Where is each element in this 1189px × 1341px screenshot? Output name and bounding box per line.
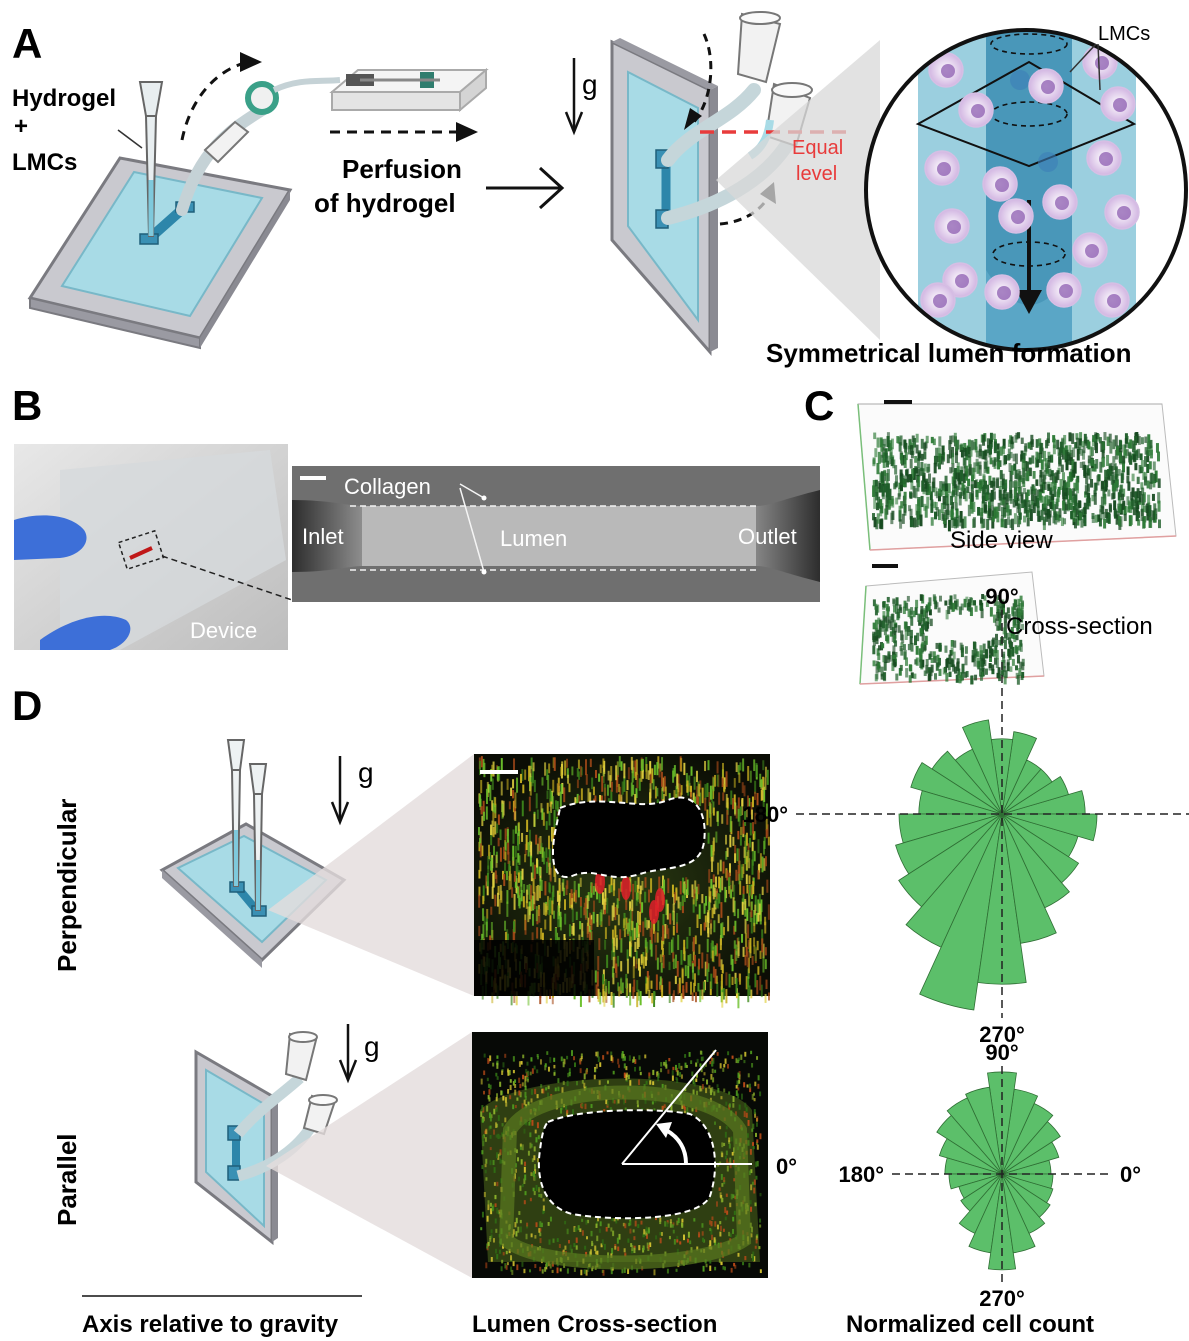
pipette-tip-icon xyxy=(138,81,164,237)
rose-wedge xyxy=(919,813,1003,1011)
rose-wedge xyxy=(946,1097,1003,1175)
rose-wedge xyxy=(1001,813,1080,884)
perfusion-label-2: of hydrogel xyxy=(314,188,456,218)
lmc-nucleus xyxy=(1041,80,1055,94)
rose-angle-label: 90° xyxy=(985,1040,1018,1065)
scale-bar xyxy=(872,564,898,568)
lmc-nucleus xyxy=(1107,294,1121,308)
parallel-row-label: Parallel xyxy=(52,1133,82,1226)
hydrogel-label: Hydrogel xyxy=(12,85,116,112)
lmc-nucleus xyxy=(1117,206,1131,220)
vertical-device-slide xyxy=(610,38,718,356)
equal-level-label-2: level xyxy=(796,163,837,185)
lmc-nucleus xyxy=(1011,210,1025,224)
rose-wedge xyxy=(1001,813,1057,944)
rose-plot-perpendicular: 90°270°180°0° xyxy=(742,584,1189,1047)
gravity-label-d1: g xyxy=(358,757,374,788)
panel-c-letter: C xyxy=(804,382,834,429)
rose-angle-label: 90° xyxy=(985,584,1018,609)
gravity-label-a: g xyxy=(582,69,598,100)
inset-lmcs-label: LMCs xyxy=(1098,23,1150,45)
lmc-nucleus xyxy=(1055,196,1069,210)
lmc-nucleus xyxy=(1085,244,1099,258)
side-view-label: Side view xyxy=(950,527,1053,554)
outlet-label: Outlet xyxy=(738,524,797,549)
parallel-cross-section-image xyxy=(472,1032,768,1278)
panel-b-letter: B xyxy=(12,382,42,429)
side-view-render xyxy=(857,400,1177,551)
lmc-nucleus xyxy=(1099,152,1113,166)
rose-wedge xyxy=(965,1086,1003,1175)
collagen-label: Collagen xyxy=(344,474,431,499)
lmc-nucleus xyxy=(1095,56,1109,70)
device-photo xyxy=(14,444,288,650)
syringe-tubing-icon xyxy=(176,67,489,216)
perfusion-label-1: Perfusion xyxy=(342,154,462,184)
lmc-nucleus xyxy=(933,294,947,308)
lumen-inset-circle xyxy=(864,28,1188,352)
flat-device-slide xyxy=(27,156,293,350)
gravity-label-d2: g xyxy=(364,1031,380,1062)
rose-wedge xyxy=(1001,1173,1046,1234)
rose-plot-parallel: 90° 270° 180° 0° xyxy=(838,1040,1141,1311)
lmc-nucleus xyxy=(995,178,1009,192)
rose-wedge xyxy=(1001,1173,1051,1218)
equal-level-label-1: Equal xyxy=(792,137,843,159)
lmc-nucleus xyxy=(955,274,969,288)
rose-angle-label: 180° xyxy=(838,1162,884,1187)
symmetrical-lumen-caption: Symmetrical lumen formation xyxy=(766,338,1132,368)
rose-angle-label: 180° xyxy=(742,802,788,827)
lumen-label: Lumen xyxy=(500,526,567,551)
rose-wedge xyxy=(961,719,1003,815)
lmc-nucleus xyxy=(1059,284,1073,298)
rose-wedge xyxy=(1001,1173,1036,1254)
parallel-device-schematic xyxy=(194,1031,338,1246)
lmc-cells xyxy=(920,44,1140,318)
panel-a-letter: A xyxy=(12,20,42,67)
panel-a xyxy=(27,11,1188,356)
lmc-nucleus xyxy=(937,162,951,176)
panel-c xyxy=(857,400,1177,685)
rose-angle-label: 270° xyxy=(979,1286,1025,1311)
rose-wedge xyxy=(938,1138,1003,1175)
scale-bar xyxy=(480,770,518,774)
device-label: Device xyxy=(190,618,257,643)
plus-label: + xyxy=(14,113,28,140)
rose-wedge xyxy=(1001,813,1070,909)
panel-b xyxy=(14,444,820,650)
lmcs-label: LMCs xyxy=(12,149,77,176)
lmc-nucleus xyxy=(941,64,955,78)
perpendicular-cross-section-image xyxy=(474,754,770,1009)
rose-angle-label: 0° xyxy=(1120,1162,1141,1187)
cross-section-label: Cross-section xyxy=(1006,613,1153,640)
rose-wedge xyxy=(987,1173,1017,1271)
angle-marker-label: 0° xyxy=(776,1154,797,1179)
rose-wedge xyxy=(1001,775,1069,815)
brightfield-image xyxy=(292,466,820,602)
rose-wedge xyxy=(1001,731,1038,815)
panel-d: 90°270°180°0° 90°270°180°0° xyxy=(82,584,1189,1311)
rose-wedge xyxy=(910,762,1003,815)
lmc-nucleus xyxy=(997,286,1011,300)
rose-wedge xyxy=(936,1114,1003,1175)
scale-bar xyxy=(884,400,912,404)
perpendicular-row-label: Perpendicular xyxy=(52,799,82,972)
rose-wedge xyxy=(1001,1173,1054,1204)
panel-d-letter: D xyxy=(12,682,42,729)
lmc-nucleus xyxy=(947,220,961,234)
lmc-nucleus xyxy=(971,104,985,118)
cross-section-render xyxy=(859,564,1045,685)
col2-caption: Lumen Cross-section xyxy=(472,1311,717,1338)
rose-angle-label: 270° xyxy=(979,1022,1025,1047)
col3-caption: Normalized cell count xyxy=(846,1311,1094,1338)
col1-caption: Axis relative to gravity xyxy=(82,1311,339,1338)
perpendicular-device-schematic xyxy=(159,739,347,968)
inlet-label: Inlet xyxy=(302,524,344,549)
scale-bar xyxy=(300,476,326,480)
lmc-nucleus xyxy=(1113,98,1127,112)
